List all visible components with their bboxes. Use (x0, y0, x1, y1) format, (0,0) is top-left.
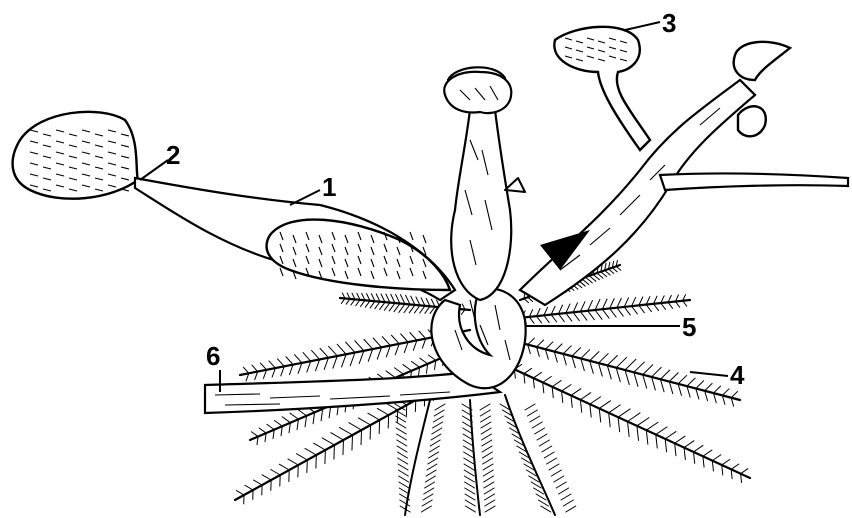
label-6: 6 (206, 341, 220, 371)
central-stalk (444, 67, 525, 300)
diagonal-stalk (520, 80, 848, 305)
leader-4 (690, 372, 728, 376)
central-stalk-base (431, 289, 525, 388)
head-1 (267, 220, 450, 290)
label-3: 3 (662, 8, 676, 38)
leader-2 (140, 160, 168, 180)
label-4: 4 (730, 360, 745, 390)
label-5: 5 (682, 312, 696, 342)
lower-leaf-fan (395, 395, 576, 515)
label-2: 2 (166, 140, 180, 170)
head-3 (554, 27, 650, 150)
label-1: 1 (322, 172, 336, 202)
leader-3 (625, 22, 660, 30)
bract-6 (205, 372, 500, 413)
